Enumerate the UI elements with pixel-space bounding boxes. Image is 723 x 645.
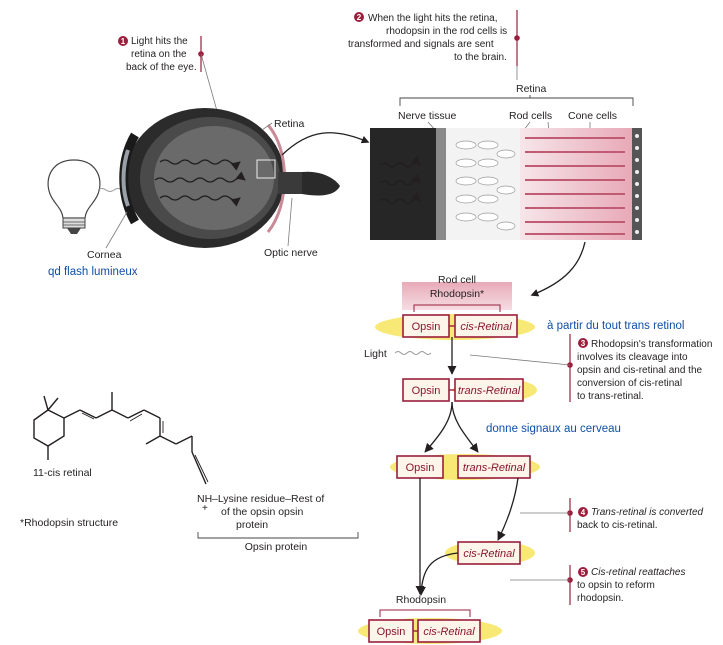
light-bulb: [47, 159, 101, 234]
cone-cells-label: Cone cells: [568, 110, 617, 122]
step-2-line-1: When the light hits the retina,: [368, 13, 498, 24]
step-1-line-3: back of the eye.: [126, 62, 197, 73]
nh-plus: +: [202, 503, 208, 514]
step-2-callout: 2 When the light hits the retina, rhodop…: [348, 10, 520, 80]
trans-retinal-box-2: [454, 378, 524, 402]
retina-bracket: [399, 97, 634, 106]
optic-nerve-leader: [287, 197, 293, 247]
retina-section: Retina Nerve tissue Rod cells Cone cells: [370, 83, 642, 240]
step-3-line-5: to trans-retinal.: [577, 391, 644, 402]
step-4-badge: [578, 507, 588, 517]
opsin-box-3-text: Opsin: [406, 462, 435, 474]
eyeball: [119, 108, 340, 248]
cis-retinal-box-4-text: cis-Retinal: [463, 548, 515, 560]
nerve-tissue-label: Nerve tissue: [398, 110, 457, 122]
step-3-line-2: involves its cleavage into: [577, 352, 688, 363]
trans-retinal-box-3-text: trans-Retinal: [463, 462, 526, 474]
cornea-label: Cornea: [87, 249, 122, 261]
step-4-number: 4: [581, 508, 586, 517]
opsin-box-5-text: Opsin: [377, 626, 406, 638]
eye-retina-leader: [261, 122, 273, 131]
step-5-callout: 5 Cis-retinal reattaches to opsin to ref…: [510, 565, 685, 605]
cis-retinal-box-5: [417, 619, 481, 643]
step-2-line-2: rhodopsin in the rod cells is: [386, 26, 507, 37]
light-wave: [394, 351, 432, 355]
rhodopsin-label: Rhodopsin: [396, 594, 446, 606]
step-4-line-2: back to cis-retinal.: [577, 520, 658, 531]
retinal-label: 11-cis retinal: [33, 467, 92, 479]
eye-light-rays: [154, 159, 246, 207]
nh-label: NH: [197, 493, 212, 505]
opsin-protein-label: Opsin protein: [245, 541, 308, 553]
arrow-split-left: [424, 401, 453, 453]
step-2-number: 2: [357, 13, 362, 22]
retinal-molecule: [33, 392, 209, 485]
optic-nerve-label: Optic nerve: [264, 247, 318, 259]
lysine-line-3: protein: [236, 519, 268, 531]
step-5-badge: [578, 567, 588, 577]
rhodopsin-footnote: *Rhodopsin structure: [20, 517, 118, 529]
step-3-number: 3: [581, 339, 586, 348]
retina-section-title: Retina: [516, 83, 547, 95]
annotation-flash: qd flash lumineux: [48, 266, 138, 278]
opsin-box-2-text: Opsin: [412, 385, 441, 397]
step-3-line-4: conversion of cis-retinal: [577, 378, 682, 389]
step-2-line-3: transformed and signals are sent: [348, 39, 494, 50]
lysine-line-1: –Lysine residue–Rest of: [212, 493, 324, 505]
cis-retinal-box-1: [454, 314, 518, 338]
lysine-line-2: of the opsin opsin: [221, 506, 303, 518]
step-1-line-1: Light hits the: [131, 36, 188, 47]
step-1-line-2: retina on the: [131, 49, 187, 60]
cis-retinal-box-1-text: cis-Retinal: [460, 321, 512, 333]
eye-to-retina-arrow: [281, 132, 370, 156]
step-3-line-1: Rhodopsin's transformation: [591, 339, 712, 350]
step-3-badge: [578, 338, 588, 348]
opsin-box-1-text: Opsin: [412, 321, 441, 333]
trans-retinal-box-2-text: trans-Retinal: [458, 385, 521, 397]
annotation-trans-retinol: à partir du tout trans retinol: [547, 320, 684, 332]
step-4-line-1: Trans-retinal is converted: [591, 507, 704, 518]
step-4-callout: 4 Trans-retinal is converted back to cis…: [520, 498, 704, 532]
rhodopsin-star-label: Rhodopsin*: [430, 288, 484, 300]
trans-retinal-box-3: [457, 455, 531, 479]
rod-cells-label: Rod cells: [509, 110, 552, 122]
step-5-line-1: Cis-retinal reattaches: [591, 567, 685, 578]
step-2-line-4: to the brain.: [454, 52, 507, 63]
arrow-cis-reattach: [416, 552, 459, 596]
annotation-signals: donne signaux au cerveau: [486, 423, 621, 435]
arrow-trans-to-cis: [497, 477, 519, 541]
step-5-line-2: to opsin to reform: [577, 580, 655, 591]
cornea-leader: [105, 211, 128, 249]
step-5-number: 5: [581, 568, 586, 577]
step-2-badge: [354, 12, 364, 22]
step-3-callout: 3 Rhodopsin's transformation involves it…: [469, 334, 712, 402]
cis-retinal-box-5-text: cis-Retinal: [423, 626, 475, 638]
step-3-line-3: opsin and cis-retinal and the: [577, 365, 703, 376]
arrow-split-right: [451, 401, 479, 453]
step-5-line-3: rhodopsin.: [577, 593, 624, 604]
rod-cell-label: Rod cell: [438, 274, 476, 286]
light-label: Light: [364, 348, 387, 360]
eye-retina-label: Retina: [274, 118, 305, 130]
step-1-badge: [118, 36, 128, 46]
step-1-number: 1: [121, 37, 126, 46]
retina-to-rod-arrow: [530, 241, 586, 297]
step-2-bar-dot: [514, 35, 520, 41]
opsin-protein-bracket: [197, 532, 359, 539]
